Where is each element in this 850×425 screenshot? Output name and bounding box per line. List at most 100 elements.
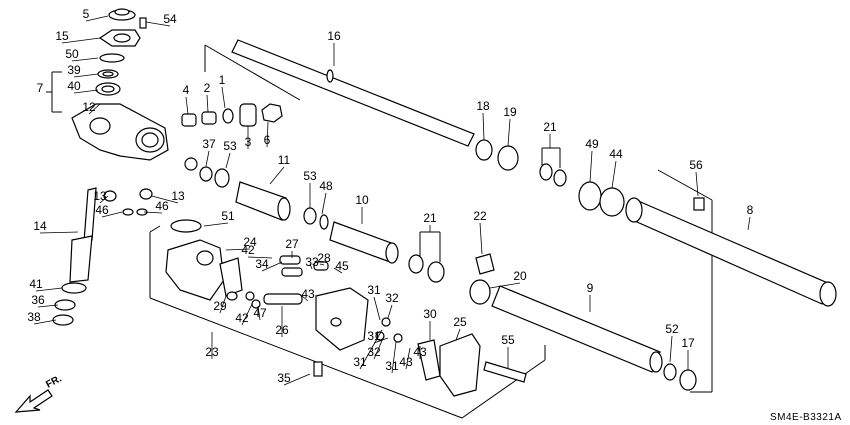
leader-line [489,282,521,289]
part-number-label: 8 [747,203,754,217]
part-number-label: 32 [367,345,381,359]
leader-line [185,96,189,115]
leader-line [479,222,483,255]
part-number-label: 5 [83,7,90,21]
leader-line [257,305,261,321]
part-number-label: 43 [399,355,413,369]
part-number-label: 42 [241,243,255,257]
leader-line [261,261,283,272]
part-number-label: 52 [665,322,679,336]
leader-line [695,171,699,197]
leader-line [205,150,210,167]
leader-line [219,295,227,314]
part-number-label: 41 [29,277,43,291]
part-number-label: 33 [305,255,319,269]
leader-line [319,263,325,266]
leader-line [301,295,309,302]
pinion-shaft-group [52,187,153,326]
part-number-label: 4 [183,83,190,97]
leader-line [321,192,327,215]
part-number-label: 23 [205,345,219,359]
direction-label: FR. [44,373,64,390]
leader-line [225,248,251,251]
part-number-label: 21 [543,120,557,134]
tubes-group [235,181,445,283]
part-number-label: 46 [95,203,109,217]
part-number-label: 47 [253,306,267,320]
part-number-label: 34 [255,257,269,271]
part-number-label: 55 [501,333,515,347]
part-number-label: 45 [335,259,349,273]
part-number-label: 29 [213,299,227,313]
leader-line [206,94,209,113]
part-number-label: 38 [27,310,41,324]
part-number-label: 14 [33,219,47,233]
leader-line [203,222,229,227]
part-number-label: 36 [31,293,45,307]
part-number-label: 26 [275,323,289,337]
part-number-label: 2 [204,81,211,95]
leader-line [73,73,99,78]
part-number-label: 25 [453,315,467,329]
rack-16 [231,39,475,147]
part-number-label: 32 [385,291,399,305]
part-number-label: 31 [367,283,381,297]
leader-line [747,216,751,231]
leader-line [88,103,101,115]
leader-line [269,166,285,185]
part-number-label: 54 [163,12,177,26]
part-number-label: 22 [473,209,487,223]
leader-line [73,89,99,94]
cylinder-8 [625,197,837,307]
part-number-label: 44 [609,147,623,161]
part-number-label: 30 [423,307,437,321]
leader-line [85,15,109,22]
part-number-label: 31 [367,329,381,343]
diagram-code: SM4E-B3321A [770,412,842,423]
leader-line [225,152,231,169]
part-number-label: 7 [37,81,44,95]
part-number-label: 13 [171,189,185,203]
leader-line [455,328,461,341]
part-number-label: 31 [353,355,367,369]
part-number-label: 1 [219,73,226,87]
front-arrow-icon [14,389,53,413]
leader-line [391,341,397,374]
part-number-label: 10 [355,193,369,207]
leader-line [241,303,253,326]
leader-line [333,267,343,274]
leader-line [405,347,411,370]
part-number-label: 53 [223,139,237,153]
part-number-label: 6 [264,133,271,147]
part-number-label: 20 [513,269,527,283]
part-number-label: 56 [689,158,703,172]
part-number-label: 43 [301,287,315,301]
part-number-label: 46 [155,199,169,213]
part-number-label: 43 [413,345,427,359]
part-number-label: 16 [327,29,341,43]
leader-line [611,160,617,189]
part-number-label: 50 [65,47,79,61]
leader-line [482,112,485,141]
fittings-group [181,103,283,188]
part-number-label: 31 [385,359,399,373]
part-number-label: 3 [245,135,252,149]
part-number-label: 53 [303,169,317,183]
part-number-label: 17 [681,336,695,350]
part-number-label: 13 [93,189,107,203]
leader-line [37,304,59,308]
part-number-label: 28 [317,251,331,265]
leader-line [247,256,273,259]
part-number-label: 35 [277,371,291,385]
part-number-label: 37 [202,137,216,151]
leader-line [101,211,123,218]
leader-line [359,329,383,370]
part-number-label: 21 [423,211,437,225]
part-number-label: 40 [67,79,81,93]
part-number-label: 18 [476,99,490,113]
part-number-label: 11 [278,153,291,167]
leader-line [61,37,101,44]
seals-right-group [475,139,625,217]
